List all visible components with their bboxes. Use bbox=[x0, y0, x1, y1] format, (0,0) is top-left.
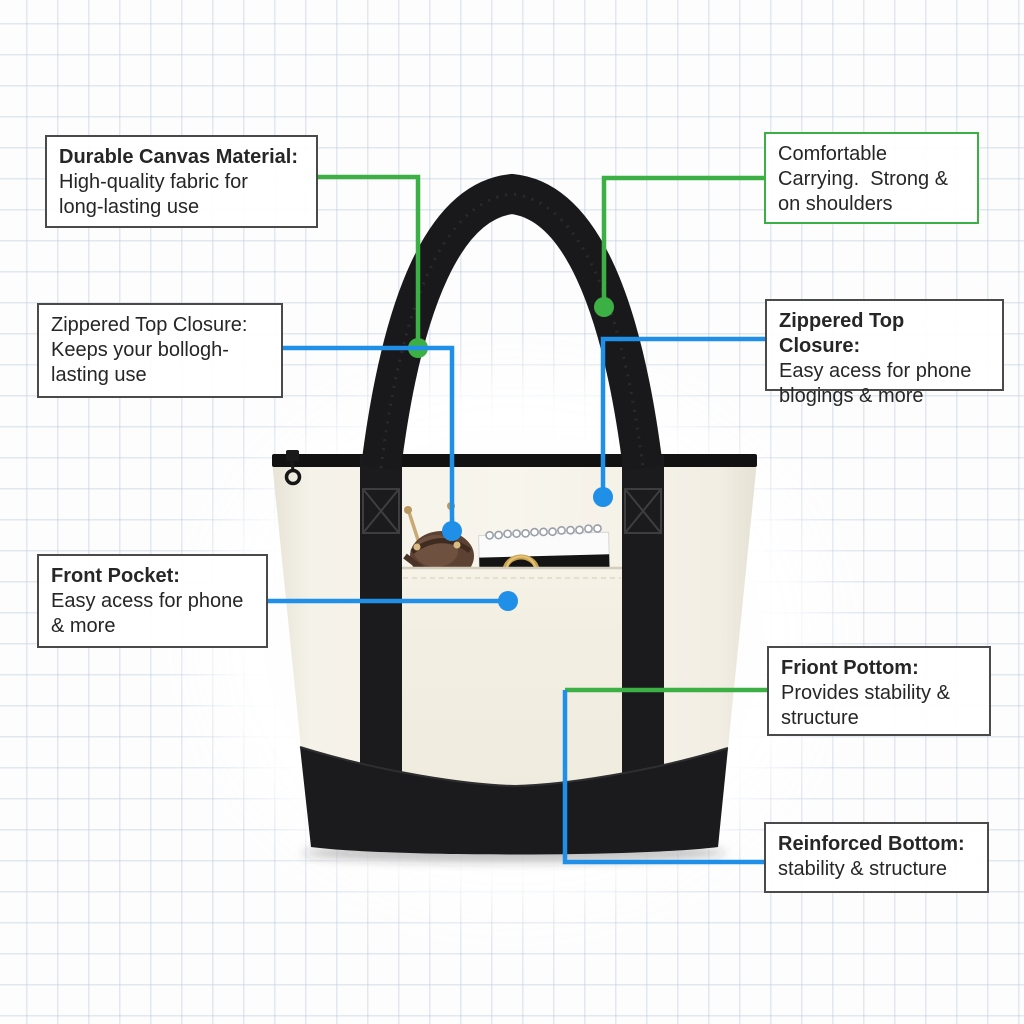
connector-dot-zippered-top-right bbox=[593, 487, 613, 507]
callout-zippered-top-left: Zippered Top Closure: Keeps your bollogh… bbox=[37, 303, 283, 398]
bottom-panel-seam bbox=[299, 746, 729, 788]
callout-durable-canvas: Durable Canvas Material: High-quality fa… bbox=[45, 135, 318, 228]
callout-front-pocket: Front Pocket: Easy acess for phone & mor… bbox=[37, 554, 268, 648]
zipper-strip bbox=[272, 454, 757, 467]
connector-durable-canvas bbox=[317, 174, 421, 348]
connector-zippered-top-right bbox=[600, 336, 765, 497]
callout-zippered-top-right: Zippered Top Closure: Easy acess for pho… bbox=[765, 299, 1004, 407]
callout-title: Reinforced Bottom: bbox=[778, 833, 965, 855]
connector-comfortable-carrying bbox=[601, 175, 764, 307]
gold-bangle-icon bbox=[502, 554, 540, 573]
left-strap bbox=[360, 455, 402, 795]
callout-body: Provides stability & structure bbox=[781, 682, 950, 729]
connector-reinforced-bottom bbox=[562, 690, 764, 865]
connector-dot-front-pocket bbox=[498, 591, 518, 611]
callout-title: Durable Canvas Material: bbox=[59, 146, 298, 168]
callout-title: Friont Pottom: bbox=[781, 657, 919, 679]
callout-title: Zippered Top Closure: bbox=[779, 310, 910, 357]
callout-body: Keeps your bollogh- lasting use bbox=[51, 339, 229, 386]
zipper-pull bbox=[284, 450, 302, 486]
callout-body: Easy acess for phone & more bbox=[51, 590, 244, 637]
callout-reinforced-bottom: Reinforced Bottom: stability & structure bbox=[764, 822, 989, 893]
callout-comfortable-carrying: Comfortable Carrying. Strong & on should… bbox=[764, 132, 979, 224]
callout-title: Zippered Top Closure: bbox=[51, 314, 248, 336]
callout-front-bottom: Friont Pottom: Provides stability & stru… bbox=[767, 646, 991, 736]
connector-dot-comfortable-carrying bbox=[594, 297, 614, 317]
callout-body: Comfortable Carrying. Strong & on should… bbox=[778, 143, 949, 215]
callout-body: Easy acess for phone blogings & more bbox=[779, 360, 972, 407]
right-strap bbox=[622, 455, 664, 795]
callout-body: High-quality fabric for long-lasting use bbox=[59, 171, 248, 218]
carry-handle bbox=[361, 173, 663, 471]
connector-dot-zippered-top-left bbox=[442, 521, 462, 541]
callout-title: Front Pocket: bbox=[51, 565, 180, 587]
connector-zippered-top-left bbox=[282, 345, 455, 531]
callout-body: stability & structure bbox=[778, 858, 947, 880]
